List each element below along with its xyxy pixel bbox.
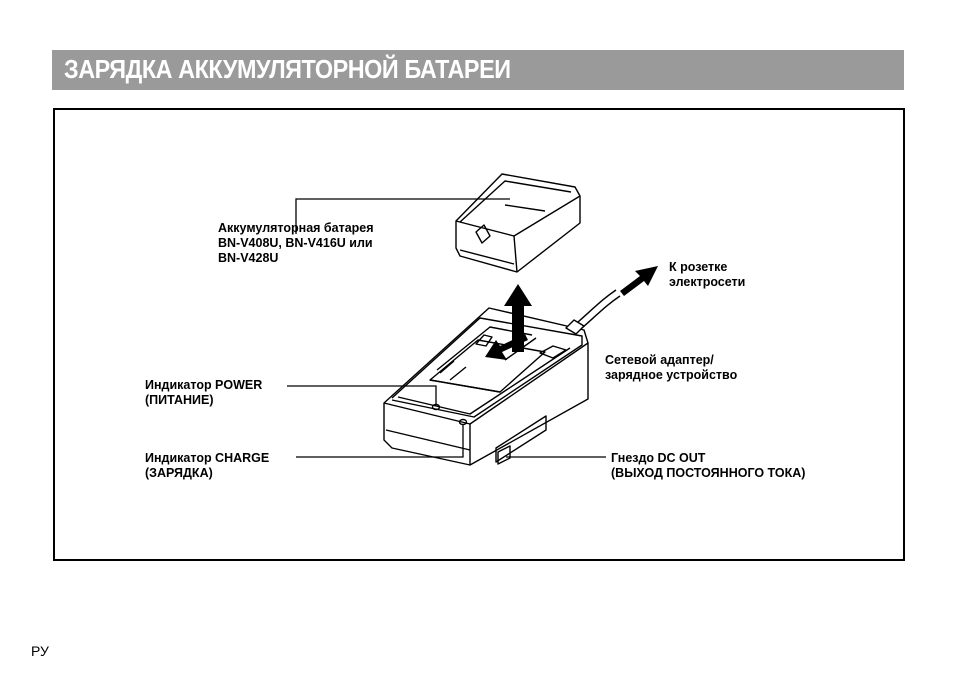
adapter-label: Сетевой адаптер/ зарядное устройство — [605, 353, 738, 382]
illustration-frame — [53, 108, 905, 561]
page-title: ЗАРЯДКА АККУМУЛЯТОРНОЙ БАТАРЕИ — [64, 54, 511, 84]
dc-out-label: Гнездо DC OUT (ВЫХОД ПОСТОЯННОГО ТОКА) — [611, 451, 806, 480]
insert-arrow — [485, 334, 528, 360]
up-arrow — [504, 284, 532, 352]
outlet-label: К розетке электросети — [669, 260, 746, 289]
language-marker: РУ — [31, 643, 49, 659]
charger-drawing — [383, 289, 621, 466]
power-indicator-label: Индикатор POWER (ПИТАНИЕ) — [145, 378, 263, 407]
charge-indicator-label: Индикатор CHARGE (ЗАРЯДКА) — [145, 451, 270, 480]
outlet-arrow — [620, 266, 658, 296]
battery-drawing — [455, 173, 581, 273]
section-title-bar: ЗАРЯДКА АККУМУЛЯТОРНОЙ БАТАРЕИ — [52, 50, 904, 90]
battery-label: Аккумуляторная батарея BN-V408U, BN-V416… — [218, 221, 374, 265]
